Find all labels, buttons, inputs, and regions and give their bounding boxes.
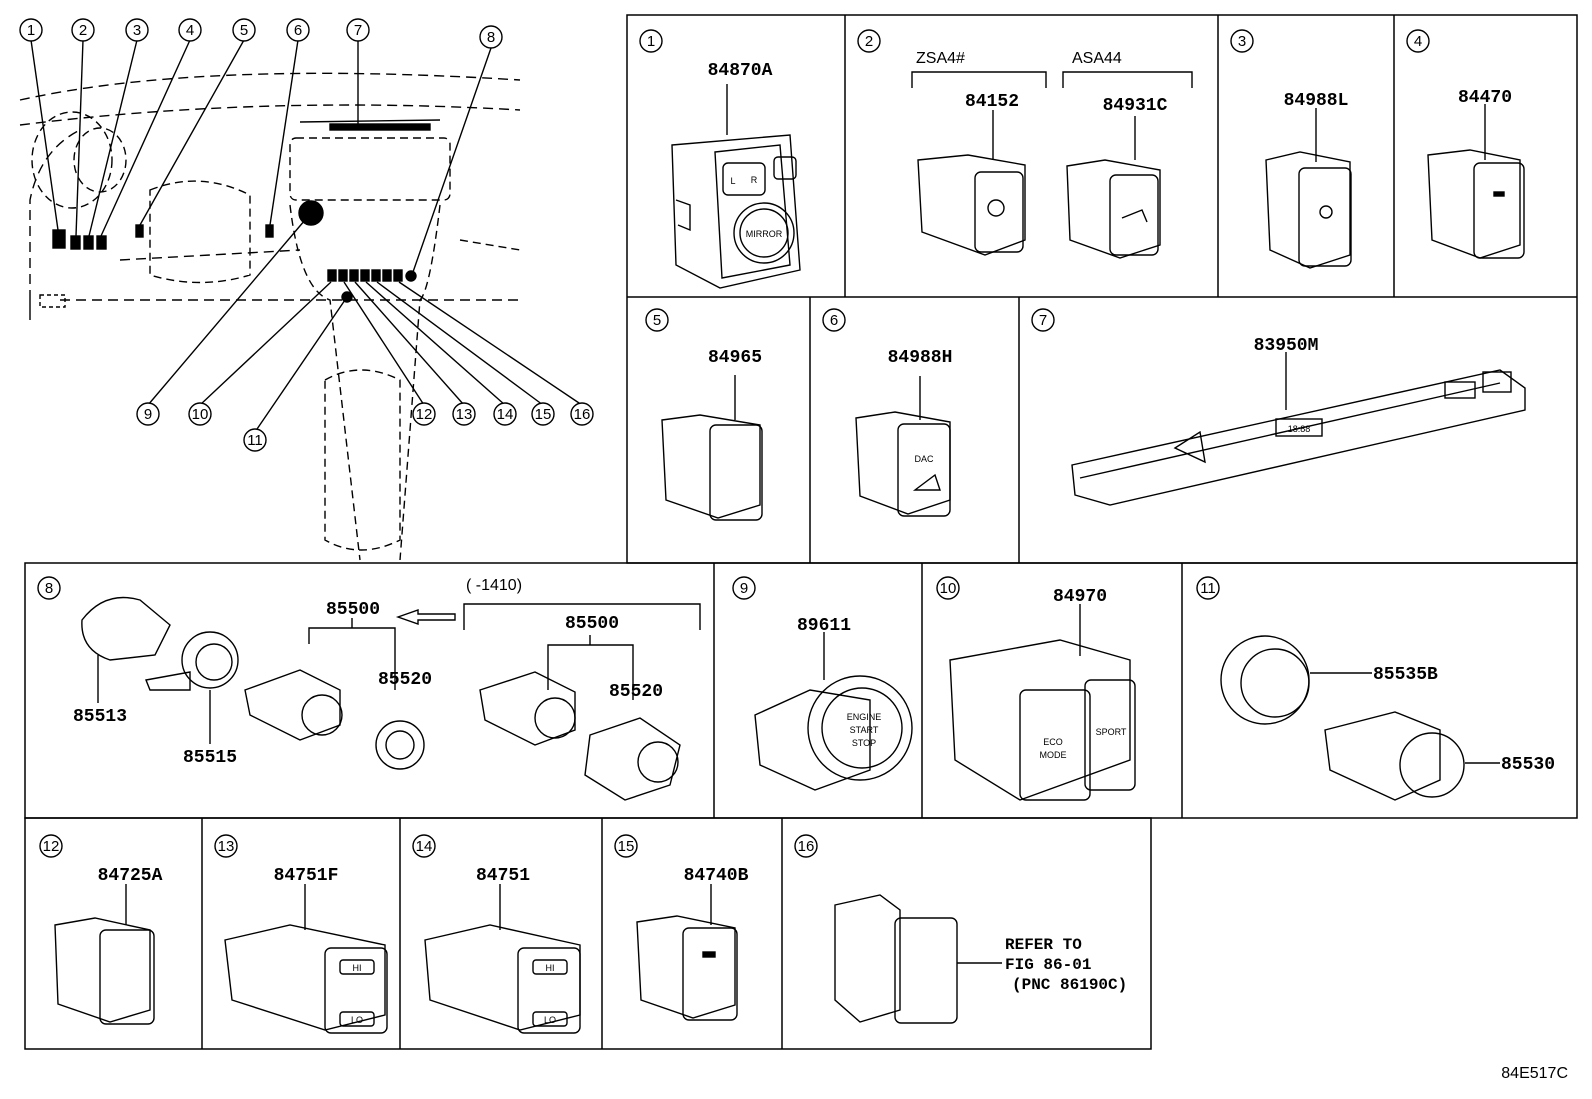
cell-11-part-85535B: 85535B <box>1373 665 1438 685</box>
cell-15-part-84740B: 84740B <box>684 866 749 886</box>
cell-4-switch <box>1427 104 1525 259</box>
group-label-zsa4: ZSA4# <box>916 50 965 67</box>
mirror-left-text: L <box>730 176 735 186</box>
mirror-button-text: MIRROR <box>746 229 783 239</box>
cell-4-number: 4 <box>1414 33 1422 50</box>
callout-5: 5 <box>240 22 248 39</box>
start-button-line-3: STOP <box>852 738 876 748</box>
cell-2-part-84152: 84152 <box>965 92 1019 112</box>
cell-9-number: 9 <box>740 580 748 597</box>
cell-number-circles <box>37 29 1430 858</box>
cell-7-control-panel <box>1071 352 1526 506</box>
cell-8-part-85520-b: 85520 <box>609 682 663 702</box>
cell-11-part-85530: 85530 <box>1501 755 1555 775</box>
refer-line-2: FIG 86-01 <box>1005 956 1091 974</box>
callout-11: 11 <box>247 432 263 449</box>
cell-14-seat-heater-switch <box>424 884 581 1034</box>
callout-4: 4 <box>186 22 194 39</box>
cell-8-part-85500-b: 85500 <box>565 614 619 634</box>
cell-8-part-85500-a: 85500 <box>326 600 380 620</box>
callout-9: 9 <box>144 406 152 423</box>
callout-6: 6 <box>294 22 302 39</box>
cell-9-start-button <box>754 632 913 791</box>
cell-1-part-84870A: 84870A <box>708 61 773 81</box>
overview-callout-labels: 1 2 3 4 5 6 7 8 9 10 11 12 13 14 15 16 <box>27 22 591 449</box>
cell-7-number: 7 <box>1039 312 1047 329</box>
cell-6-part-84988H: 84988H <box>888 348 953 368</box>
cell-2-switches <box>911 71 1193 259</box>
mirror-right-text: R <box>751 175 758 185</box>
cell-12-part-84725A: 84725A <box>98 866 163 886</box>
cell-3-part-84988L: 84988L <box>1284 91 1349 111</box>
start-button-line-2: START <box>850 725 879 735</box>
cell-15-number: 15 <box>618 838 635 855</box>
group-label-asa44: ASA44 <box>1072 50 1122 67</box>
cell-14-hi: HI <box>546 963 555 973</box>
eco-line-2: MODE <box>1040 750 1067 760</box>
cell-number-labels: 1 2 3 4 5 6 7 8 9 10 11 12 13 14 15 16 <box>43 33 1423 855</box>
cell-16-switch <box>834 894 1002 1024</box>
callout-13: 13 <box>456 406 473 423</box>
cell-13-hi: HI <box>353 963 362 973</box>
cell-3-switch <box>1265 108 1352 269</box>
start-button-line-1: ENGINE <box>847 712 882 722</box>
cell-10-part-84970: 84970 <box>1053 587 1107 607</box>
callout-16: 16 <box>574 406 591 423</box>
callout-8: 8 <box>487 29 495 46</box>
cell-15-switch <box>636 884 738 1021</box>
callout-7: 7 <box>354 22 362 39</box>
cell-12-number: 12 <box>43 838 60 855</box>
cell-8-part-85515: 85515 <box>183 748 237 768</box>
cell-8-part-85513: 85513 <box>73 707 127 727</box>
cell-14-part-84751: 84751 <box>476 866 530 886</box>
cell-16-number: 16 <box>798 838 815 855</box>
cell-6-number: 6 <box>830 312 838 329</box>
sport-label: SPORT <box>1096 727 1127 737</box>
panel-grid <box>24 14 1578 1050</box>
cell-10-eco-sport-switch <box>949 604 1136 801</box>
figure-code: 84E517C <box>1501 1065 1568 1082</box>
callout-12: 12 <box>416 406 433 423</box>
cell-1-number: 1 <box>647 33 655 50</box>
cell-1-mirror-switch <box>671 84 801 289</box>
cell-3-number: 3 <box>1238 33 1246 50</box>
cell-11-number: 11 <box>1200 580 1216 597</box>
cell-2-number: 2 <box>865 33 873 50</box>
cell-13-number: 13 <box>218 838 235 855</box>
dac-button-text: DAC <box>914 454 934 464</box>
cell-12-switch <box>54 884 155 1025</box>
cell-7-part-83950M: 83950M <box>1254 336 1319 356</box>
callout-1: 1 <box>27 22 35 39</box>
callout-3: 3 <box>133 22 141 39</box>
cell-8-power-outlets <box>81 596 701 801</box>
cell-11-socket <box>1220 635 1500 801</box>
cell-13-lo: LO <box>351 1015 363 1025</box>
cell-14-number: 14 <box>416 838 433 855</box>
cell-6-switch <box>855 376 951 517</box>
cell-8-number: 8 <box>45 580 53 597</box>
cell-5-switch <box>661 375 763 521</box>
cell-5-number: 5 <box>653 312 661 329</box>
cell-2-part-84931C: 84931C <box>1103 96 1168 116</box>
callout-15: 15 <box>535 406 552 423</box>
cell-13-part-84751F: 84751F <box>274 866 339 886</box>
cell-9-part-89611: 89611 <box>797 616 851 636</box>
refer-line-3: (PNC 86190C) <box>1012 976 1127 994</box>
overview-dashboard <box>19 72 521 561</box>
cell-4-part-84470: 84470 <box>1458 88 1512 108</box>
callout-2: 2 <box>79 22 87 39</box>
cell-8-part-85520-a: 85520 <box>378 670 432 690</box>
refer-line-1: REFER TO <box>1005 936 1082 954</box>
eco-line-1: ECO <box>1043 737 1063 747</box>
callout-14: 14 <box>497 406 514 423</box>
cell-8-range-note: ( -1410) <box>466 577 522 594</box>
overview-callouts <box>19 18 594 452</box>
clock-display-text: 18:88 <box>1288 424 1311 434</box>
cell-5-part-84965: 84965 <box>708 348 762 368</box>
cell-10-number: 10 <box>940 580 957 597</box>
callout-10: 10 <box>192 406 209 423</box>
cell-13-seat-heater-switch <box>224 884 388 1034</box>
cell-14-lo: LO <box>544 1015 556 1025</box>
